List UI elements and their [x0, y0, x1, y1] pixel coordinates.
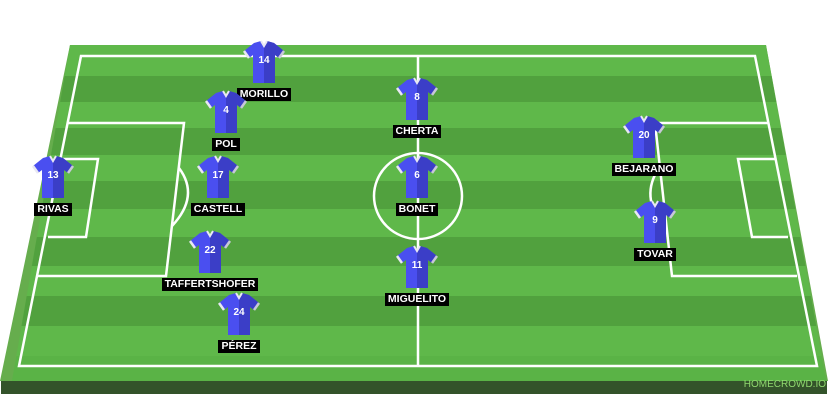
player-name: PÉREZ: [218, 340, 260, 353]
player-name: TOVAR: [634, 248, 676, 261]
right-goal-area: [736, 157, 788, 239]
left-penalty-arc: [171, 167, 190, 227]
left-penalty-area: [37, 121, 186, 278]
shirt-number: 8: [414, 92, 420, 103]
player-name: POL: [212, 138, 240, 151]
shirt-icon: 8: [395, 77, 439, 121]
player-marker-20[interactable]: 20 BEJARANO: [584, 115, 704, 177]
player-marker-24[interactable]: 24 PÉREZ: [179, 292, 299, 354]
shirt-icon: 9: [633, 200, 677, 244]
shirt-number: 6: [414, 170, 420, 181]
watermark: HOMECROWD.IO: [743, 379, 826, 390]
pitch-base: [1, 381, 827, 394]
player-marker-11[interactable]: 11 MIGUELITO: [357, 245, 477, 307]
player-marker-13[interactable]: 13 RIVAS: [0, 155, 113, 217]
touchline: [17, 54, 819, 368]
shirt-icon: 17: [196, 155, 240, 199]
player-marker-4[interactable]: 4 POL: [166, 90, 286, 152]
player-name: CHERTA: [392, 125, 442, 138]
shirt-number: 17: [212, 170, 224, 181]
shirt-icon: 24: [217, 292, 261, 336]
shirt-icon: 20: [622, 115, 666, 159]
right-penalty-area: [653, 121, 797, 278]
shirt-icon: 13: [31, 155, 75, 199]
shirt-number: 4: [223, 105, 229, 116]
player-name: RIVAS: [34, 203, 72, 216]
center-circle: [372, 151, 464, 241]
shirt-number: 24: [233, 307, 245, 318]
shirt-icon: 11: [395, 245, 439, 289]
player-marker-6[interactable]: 6 BONET: [357, 155, 477, 217]
player-name: BONET: [395, 203, 439, 216]
shirt-number: 9: [652, 215, 658, 226]
shirt-icon: 6: [395, 155, 439, 199]
shirt-icon: 14: [242, 40, 286, 84]
player-name: MORILLO: [236, 88, 292, 101]
player-marker-17[interactable]: 17 CASTELL: [158, 155, 278, 217]
shirt-number: 20: [638, 130, 650, 141]
shirt-number: 22: [204, 245, 216, 256]
player-name: TAFFERTSHOFER: [161, 278, 259, 291]
shirt-number: 11: [411, 260, 423, 271]
player-name: MIGUELITO: [384, 293, 450, 306]
player-marker-14[interactable]: 14 MORILLO: [204, 40, 324, 102]
player-marker-8[interactable]: 8 CHERTA: [357, 77, 477, 139]
shirt-icon: 4: [204, 90, 248, 134]
player-name: CASTELL: [190, 203, 246, 216]
shirt-icon: 22: [188, 230, 232, 274]
player-name: BEJARANO: [611, 163, 677, 176]
shirt-number: 14: [258, 55, 270, 66]
shirt-number: 13: [47, 170, 59, 181]
player-marker-22[interactable]: 22 TAFFERTSHOFER: [150, 230, 270, 292]
left-goal-area: [48, 157, 100, 239]
player-marker-9[interactable]: 9 TOVAR: [595, 200, 715, 262]
